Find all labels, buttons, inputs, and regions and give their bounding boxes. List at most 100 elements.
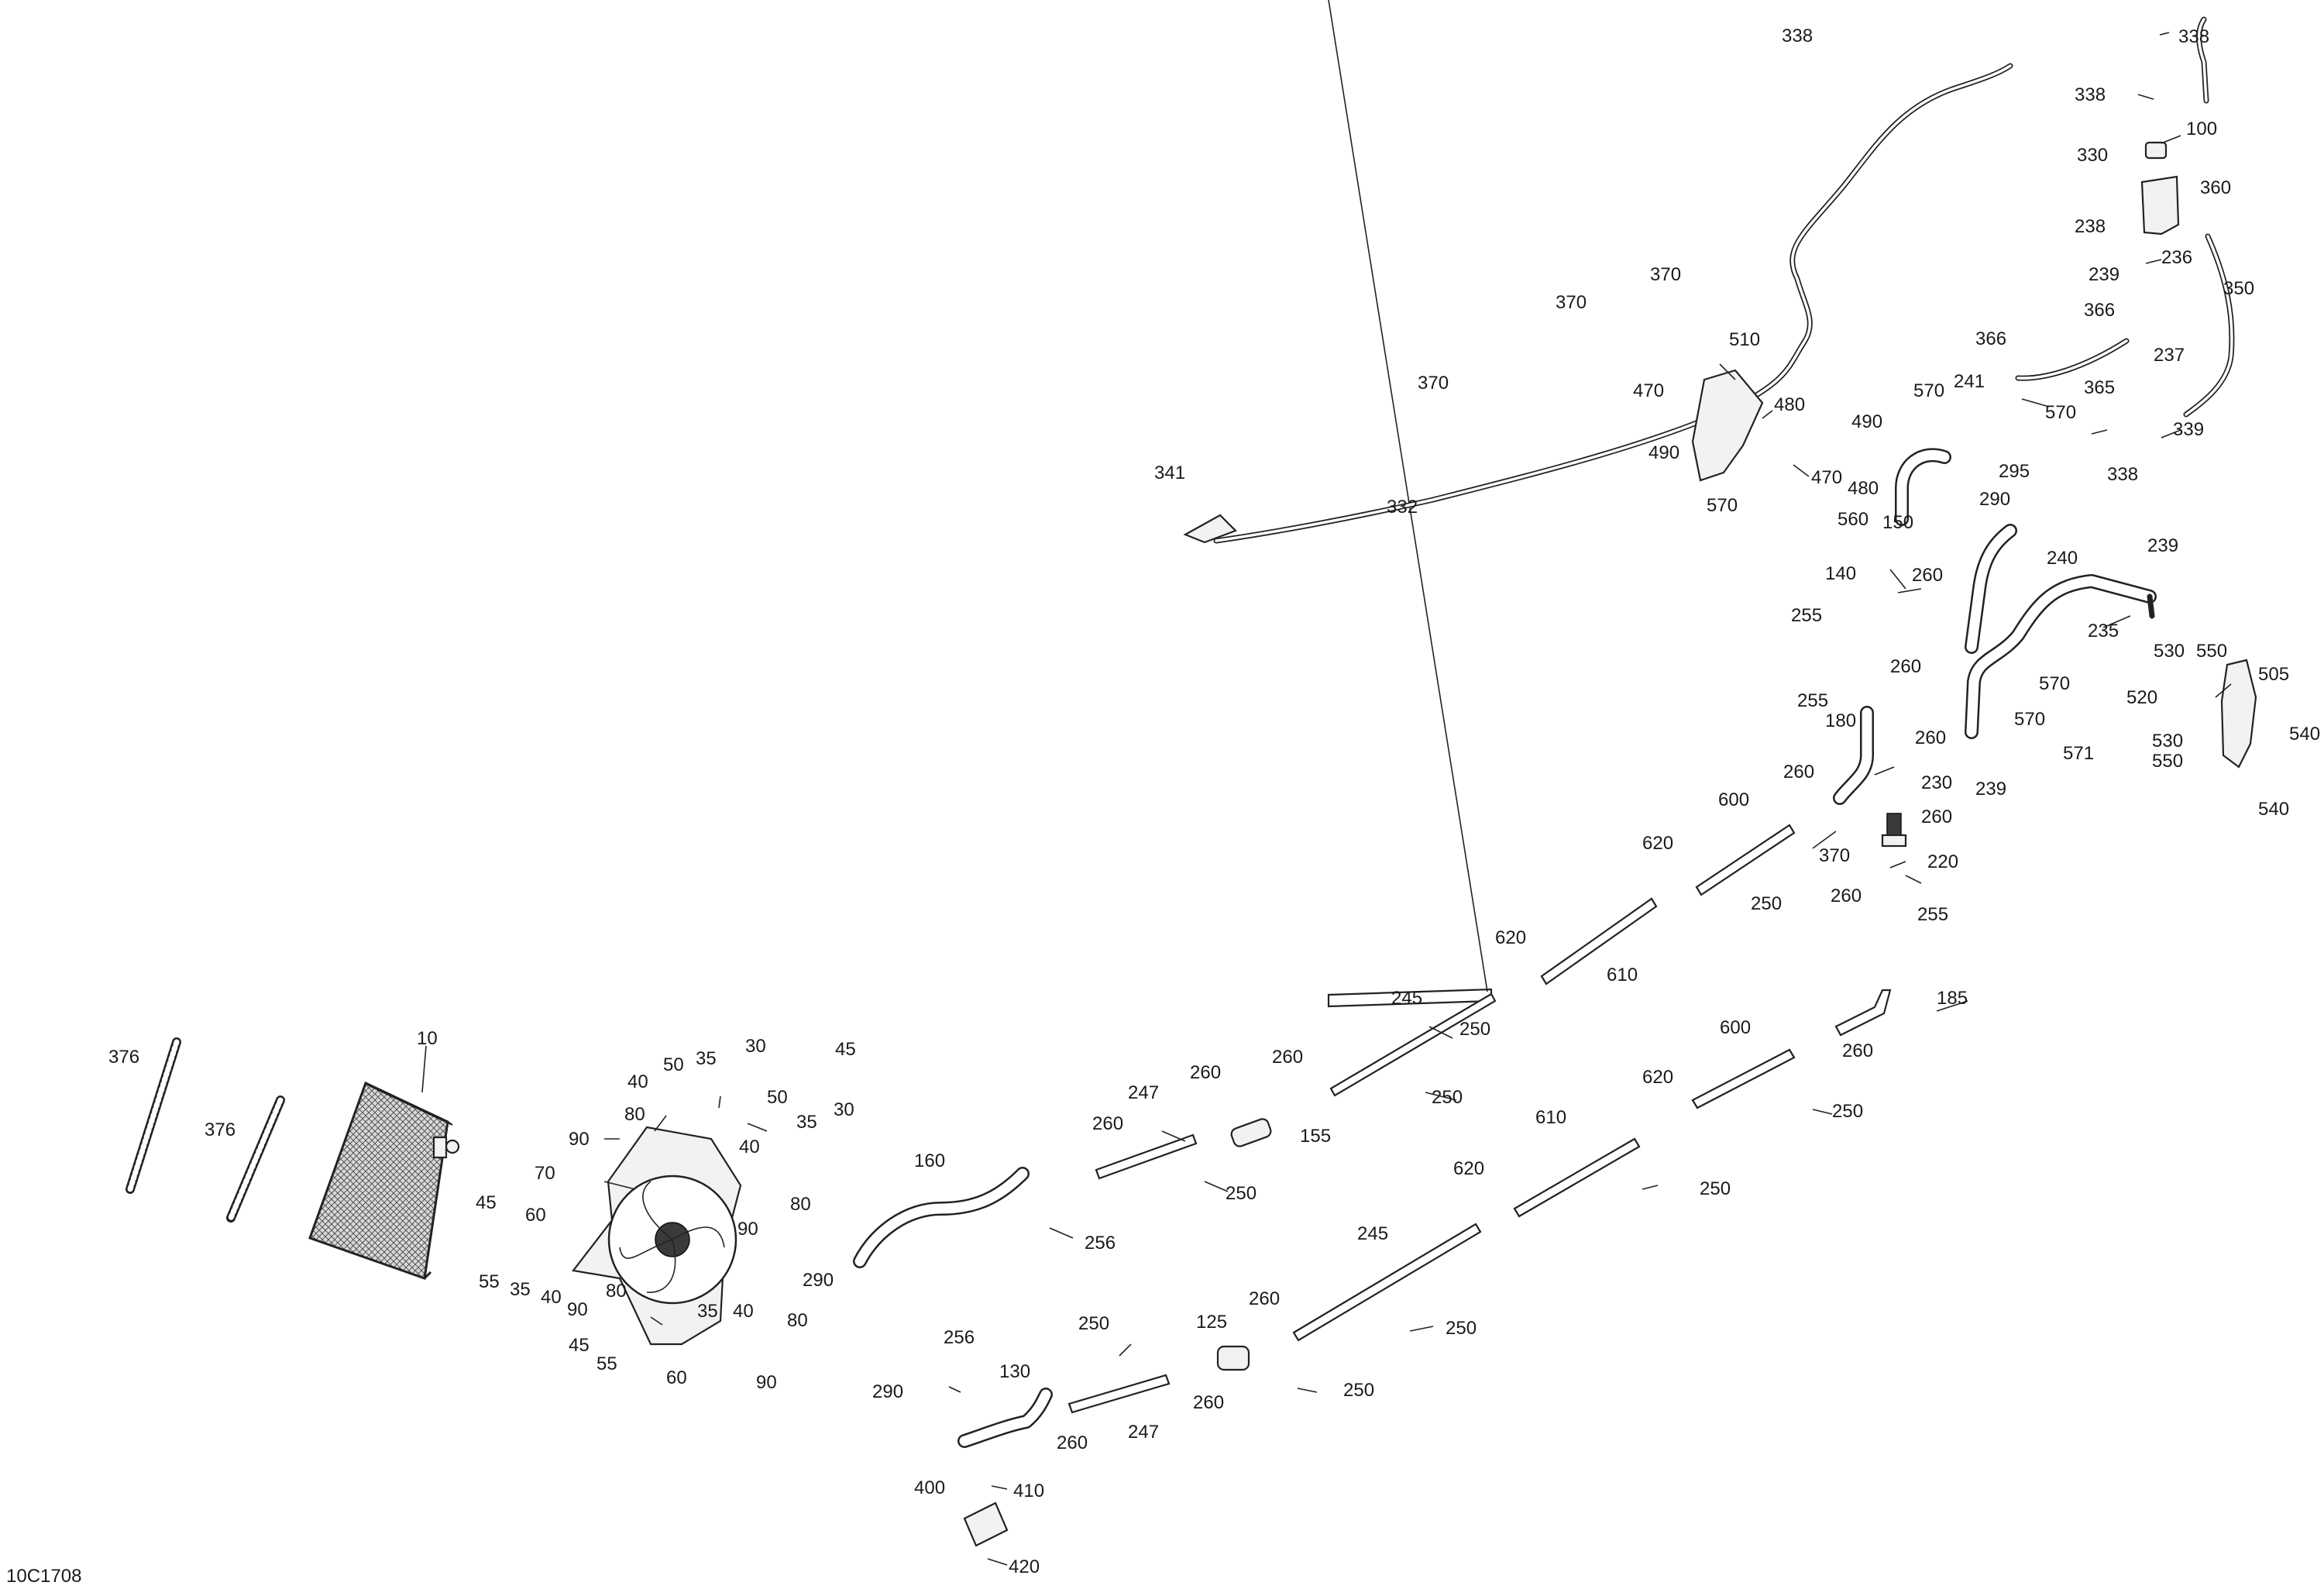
callout-370: 370 (1819, 845, 1850, 866)
callout-80: 80 (606, 1281, 627, 1302)
callout-540: 540 (2258, 799, 2289, 820)
callout-570: 570 (2014, 709, 2045, 730)
callout-341: 341 (1154, 463, 1185, 483)
callout-236: 236 (2161, 247, 2192, 268)
part-100-cap (2144, 141, 2168, 160)
callout-370: 370 (1418, 373, 1449, 394)
callout-235: 235 (2088, 621, 2119, 641)
part-70-fan-assembly (572, 1126, 742, 1346)
callout-230: 230 (1921, 772, 1952, 793)
callout-420: 420 (1009, 1556, 1040, 1577)
part-155-fitting (1230, 1118, 1272, 1147)
part-400-bracket (963, 1501, 1009, 1547)
callout-leaders (421, 32, 2232, 1566)
callout-40: 40 (627, 1071, 648, 1092)
callout-610: 610 (1535, 1107, 1566, 1128)
part-350-line (2183, 233, 2235, 418)
callout-370: 370 (1556, 292, 1587, 313)
callout-35: 35 (696, 1048, 717, 1069)
callout-70: 70 (535, 1163, 555, 1184)
callout-295: 295 (1999, 461, 2030, 482)
part-330-reservoir (2140, 16, 2209, 236)
callout-366: 366 (1975, 328, 2006, 349)
callout-260: 260 (1190, 1062, 1221, 1083)
callout-360: 360 (2200, 177, 2231, 198)
callout-339: 339 (2173, 419, 2204, 440)
callout-247: 247 (1128, 1422, 1159, 1443)
callout-338: 338 (2178, 26, 2209, 47)
callout-35: 35 (510, 1279, 531, 1300)
callout-90: 90 (569, 1129, 590, 1150)
callout-366: 366 (2084, 300, 2115, 321)
callout-610: 610 (1607, 965, 1638, 985)
callout-35: 35 (796, 1112, 817, 1133)
callout-400: 400 (914, 1477, 945, 1498)
part-180-hose (1833, 706, 1874, 805)
callout-505: 505 (2258, 664, 2289, 685)
callout-570: 570 (1707, 495, 1738, 516)
part-376-rod-a (125, 1037, 181, 1194)
part-376-rod-b (226, 1095, 285, 1223)
callout-290: 290 (1979, 489, 2010, 510)
callout-332: 332 (1387, 497, 1418, 518)
callout-250: 250 (1446, 1318, 1477, 1339)
callout-labels: 338 338 338 100 330 360 238 236 350 239 … (108, 26, 2320, 1577)
callout-250: 250 (1700, 1178, 1731, 1199)
callout-245: 245 (1391, 988, 1422, 1009)
callout-570: 570 (2045, 402, 2076, 423)
callout-60: 60 (666, 1367, 687, 1388)
callout-620: 620 (1453, 1158, 1484, 1179)
callout-90: 90 (756, 1372, 777, 1393)
callout-100: 100 (2186, 119, 2217, 139)
callout-520: 520 (2126, 687, 2157, 708)
callout-480: 480 (1774, 394, 1805, 415)
callout-570: 570 (1913, 380, 1944, 401)
callout-250: 250 (1226, 1183, 1257, 1204)
callout-220: 220 (1927, 851, 1958, 872)
callout-540: 540 (2289, 724, 2320, 745)
callout-256: 256 (944, 1327, 975, 1348)
callout-45: 45 (835, 1039, 856, 1060)
callout-250: 250 (1078, 1313, 1109, 1334)
part-220-sensor (1881, 813, 1907, 848)
callout-376: 376 (108, 1047, 139, 1068)
part-10-radiator (308, 1081, 460, 1281)
part-510-bracket (1691, 369, 1764, 482)
callout-260: 260 (1193, 1392, 1224, 1413)
part-125-fitting (1216, 1345, 1250, 1371)
callout-250: 250 (1751, 893, 1782, 914)
part-160-hose (853, 1167, 1030, 1268)
callout-45: 45 (569, 1335, 590, 1356)
parts-layer (125, 0, 2257, 1547)
part-240-hose (1965, 524, 2017, 654)
callout-239: 239 (1975, 779, 2006, 800)
diagram-code: 10C1708 (6, 1566, 81, 1587)
callout-130: 130 (999, 1361, 1030, 1382)
callout-50: 50 (767, 1087, 788, 1108)
callout-338: 338 (1782, 26, 1813, 46)
callout-530: 530 (2154, 641, 2185, 662)
callout-30: 30 (834, 1099, 854, 1120)
callout-30: 30 (745, 1036, 766, 1057)
callout-45: 45 (476, 1192, 497, 1213)
callout-470: 470 (1633, 380, 1664, 401)
callout-238: 238 (2075, 216, 2106, 237)
callout-140: 140 (1825, 563, 1856, 584)
callout-338: 338 (2107, 464, 2138, 485)
callout-620: 620 (1642, 1067, 1673, 1088)
callout-90: 90 (737, 1219, 758, 1240)
callout-620: 620 (1642, 833, 1673, 854)
callout-260: 260 (1921, 807, 1952, 827)
callout-255: 255 (1917, 904, 1948, 925)
callout-470: 470 (1811, 467, 1842, 488)
callout-260: 260 (1842, 1040, 1873, 1061)
callout-180: 180 (1825, 710, 1856, 731)
callout-80: 80 (790, 1194, 811, 1215)
callout-550: 550 (2152, 751, 2183, 772)
callout-600: 600 (1720, 1017, 1751, 1038)
part-235-hose (1965, 574, 2157, 739)
callout-255: 255 (1791, 605, 1822, 626)
callout-490: 490 (1648, 442, 1679, 463)
callout-237: 237 (2154, 345, 2185, 366)
